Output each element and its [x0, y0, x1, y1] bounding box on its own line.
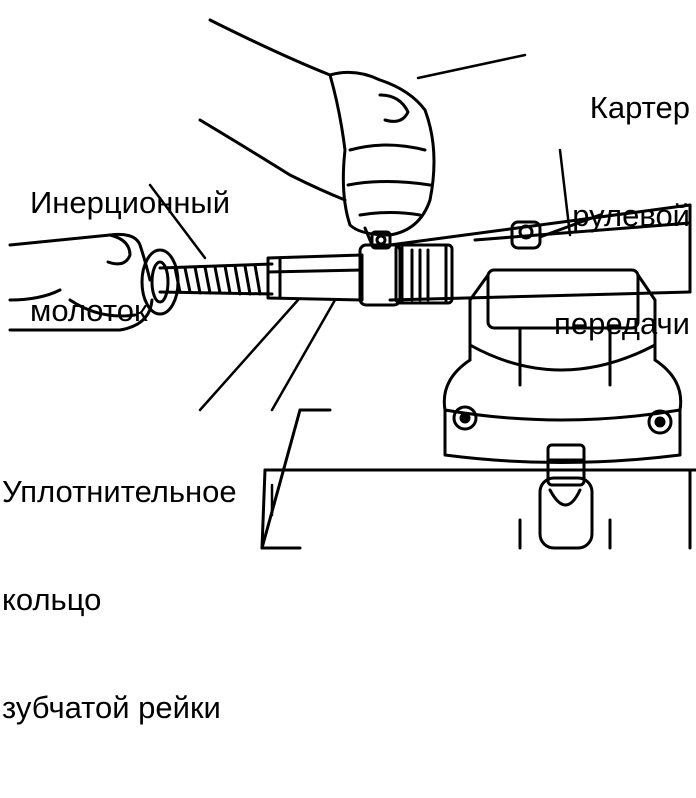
label-line: рулевой	[572, 198, 690, 233]
label-line: зубчатой рейки	[2, 690, 221, 725]
left-hand	[8, 233, 154, 332]
label-line: Картер	[589, 90, 690, 125]
leader-hammer	[148, 183, 207, 260]
label-line: передачи	[554, 306, 690, 341]
steering-gear-case	[388, 203, 692, 305]
label-steering-gear-case: Картер рулевой передачи	[554, 18, 690, 414]
illustration	[8, 18, 696, 550]
leader-seal-2	[270, 298, 337, 412]
right-hand	[198, 18, 436, 247]
bench-vise	[442, 268, 683, 550]
workbench	[260, 408, 696, 550]
label-inertia-hammer: Инерционный молоток	[30, 113, 230, 401]
leader-seal-1	[198, 298, 300, 412]
puller-body	[266, 230, 402, 307]
label-rack-seal: Уплотнительное кольцо зубчатой рейки	[2, 402, 237, 798]
diagram-canvas: Картер рулевой передачи Инерционный моло…	[2, 18, 696, 725]
inertia-hammer-rod	[140, 248, 274, 316]
label-line: Уплотнительное	[2, 474, 237, 509]
label-line: кольцо	[2, 582, 102, 617]
leader-case	[558, 148, 572, 237]
label-line: Инерционный	[30, 185, 231, 220]
leader-case-top	[416, 53, 527, 80]
label-line: молоток	[30, 293, 148, 328]
leader-lines	[148, 53, 572, 517]
